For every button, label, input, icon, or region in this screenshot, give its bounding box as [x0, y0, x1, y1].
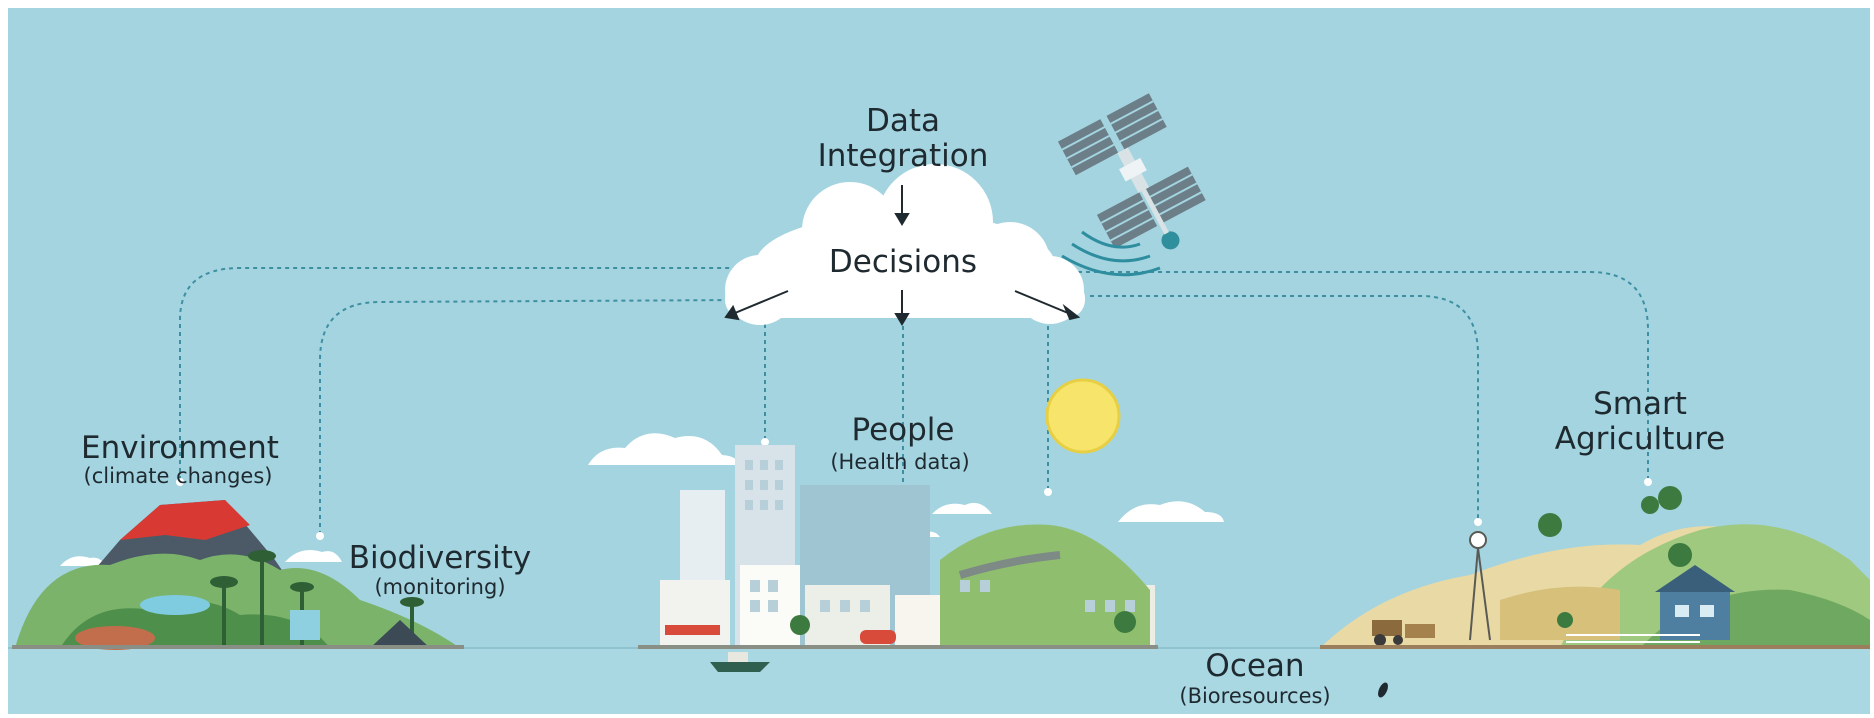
fence — [1566, 634, 1700, 643]
line-farm-left — [1090, 295, 1479, 520]
line-farm-right — [1070, 271, 1649, 480]
sea — [8, 648, 1870, 714]
signal-waves-icon — [1061, 230, 1161, 277]
sun-icon — [1045, 378, 1121, 454]
people-sublabel: (Health data) — [830, 450, 970, 474]
tree — [1114, 611, 1136, 633]
data-integration-label-line1: Data — [865, 103, 941, 139]
line-endpoints — [176, 438, 1652, 540]
connection-lines — [179, 267, 1649, 535]
windmill-icon — [1469, 531, 1491, 641]
arrows — [724, 185, 1081, 326]
cloud-icon — [725, 164, 1085, 325]
ocean-label: Ocean — [1205, 648, 1305, 684]
tractor-icon — [1372, 620, 1435, 646]
data-integration-label-line2: Integration — [817, 138, 989, 174]
ocean-sublabel: (Bioresources) — [1179, 684, 1331, 708]
biodiversity-sublabel: (monitoring) — [374, 575, 506, 599]
penguin-icon — [1378, 682, 1388, 698]
boat-icon — [710, 652, 770, 672]
smart-agriculture-label-line1: Smart — [1593, 386, 1687, 422]
people-label: People — [851, 412, 955, 448]
line-environment — [179, 267, 760, 480]
line-biodiversity — [319, 299, 741, 535]
environment-label: Environment — [81, 430, 279, 466]
biodiversity-label: Biodiversity — [348, 540, 532, 576]
city — [638, 445, 1158, 672]
farm — [1320, 486, 1870, 649]
smart-agriculture-label-line2: Agriculture — [1554, 421, 1726, 457]
environment-sublabel: (climate changes) — [83, 464, 273, 488]
tree — [790, 615, 810, 635]
satellite-icon — [1057, 93, 1206, 250]
environment-island — [12, 500, 464, 650]
decisions-label: Decisions — [828, 244, 978, 280]
car-icon — [860, 630, 896, 644]
